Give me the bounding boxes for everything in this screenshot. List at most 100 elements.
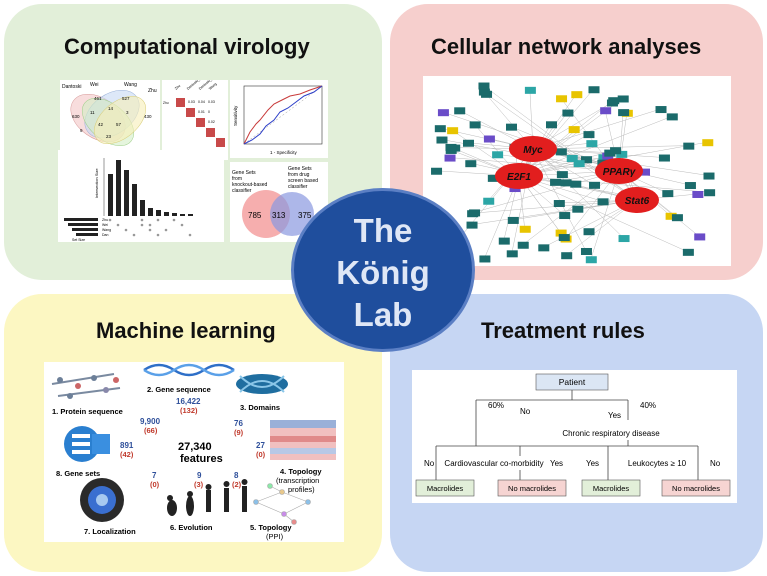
venn-number: 11 xyxy=(90,110,95,115)
ml-features-panel: 1. Protein sequence 2. Gene sequence 16,… xyxy=(44,362,344,542)
gene-node xyxy=(580,156,592,164)
heatmap-cell xyxy=(186,108,195,117)
ml-item-6-count: 9 xyxy=(197,471,202,480)
gene-node xyxy=(555,148,567,156)
gene-node xyxy=(694,233,706,241)
logo-line-lab: Lab xyxy=(353,296,413,333)
gene-node xyxy=(492,151,504,159)
gene-node xyxy=(585,256,597,264)
roc-y-label: Sensitivity xyxy=(233,105,238,126)
gene-node xyxy=(618,109,630,117)
gene-node xyxy=(436,136,448,144)
evolution-icon xyxy=(167,479,248,516)
upset-set-row: Wang xyxy=(102,228,111,232)
venn-set-wei: Wei xyxy=(90,82,99,88)
gene-node xyxy=(479,255,491,263)
gene-node xyxy=(683,142,695,150)
gene-node xyxy=(560,179,572,187)
patient-node-label: Patient xyxy=(559,377,586,387)
cellular-network-graph: Myc E2F1 PPARγ Stat6 xyxy=(431,82,716,264)
gene-node xyxy=(580,247,592,255)
upset-set-row: Wei xyxy=(102,223,108,227)
gene-node xyxy=(556,95,568,103)
gene-node xyxy=(583,228,595,236)
gene-node xyxy=(600,107,612,115)
leaf-no-macrolides-1-label: No macrolides xyxy=(508,484,556,493)
gene-node xyxy=(566,154,578,162)
gene-node xyxy=(445,143,457,151)
ml-item-2-name: 2. Gene sequence xyxy=(147,385,211,394)
venn-number: 527 xyxy=(122,96,130,101)
venn-number: 57 xyxy=(116,122,122,127)
gene-node xyxy=(583,131,595,139)
ml-item-8-count: 891 xyxy=(120,441,134,450)
gene-node xyxy=(538,244,550,252)
ml-item-5-name: 5. Topology xyxy=(250,523,292,532)
branch-yes-label: Yes xyxy=(608,411,621,420)
heatmap-value: 0.03 xyxy=(188,100,195,104)
leukocytes-node xyxy=(622,456,692,470)
hub-label-stat6: Stat6 xyxy=(625,196,650,207)
four-set-venn-panel: Dantoski Wei Wang Zhu 630 461 527 430 11… xyxy=(60,80,160,150)
gene-node xyxy=(517,241,529,249)
cellular-network-title: Cellular network analyses xyxy=(431,34,702,59)
venn-number: 630 xyxy=(72,114,80,119)
heatmap-value: 0.02 xyxy=(208,120,215,124)
gene-node xyxy=(469,121,481,129)
chronic-respiratory-node xyxy=(516,426,706,440)
konig-lab-logo xyxy=(291,188,475,352)
ml-item-7-sub: (0) xyxy=(150,480,160,489)
leaf-no-macrolides-2 xyxy=(661,479,731,497)
leaf-no-macrolides-1 xyxy=(497,479,567,497)
gene-node xyxy=(556,171,568,179)
ml-item-4-count: 27 xyxy=(256,441,265,450)
ml-item-4-sub: (0) xyxy=(256,450,266,459)
computational-virology-title: Computational virology xyxy=(64,34,310,59)
dna-helix-icon xyxy=(143,363,235,377)
ppi-network-icon xyxy=(253,483,311,525)
gene-sets-icon xyxy=(64,426,110,462)
gene-node xyxy=(610,147,622,155)
ml-item-8-sub: (42) xyxy=(120,450,134,459)
ml-item-protein-sub: (66) xyxy=(144,426,158,435)
gene-node xyxy=(478,82,490,90)
ml-item-6-name: 6. Evolution xyxy=(170,523,213,532)
upset-plot: Intersection Size Zhu Wei Wang Dan Set S… xyxy=(64,158,193,242)
venn-number: 430 xyxy=(144,114,152,119)
gene-node xyxy=(617,95,629,103)
gene-node xyxy=(616,150,628,158)
leaf-macrolides-1 xyxy=(415,479,475,497)
heatmap-row-label: Zhu xyxy=(163,101,169,105)
heatmap-col-label: Zhu xyxy=(174,84,181,91)
heatmap-value: 0.01 xyxy=(198,110,205,114)
branch-no-label: No xyxy=(520,407,531,416)
gene-node xyxy=(483,197,495,205)
gene-node xyxy=(597,198,609,206)
gene-node xyxy=(555,229,567,237)
four-set-venn-diagram: Dantoski Wei Wang Zhu 630 461 527 430 11… xyxy=(62,82,157,146)
hub-label-ppar: PPARγ xyxy=(603,167,637,178)
gene-node xyxy=(478,88,490,96)
gene-node xyxy=(618,235,630,243)
hub-node-e2f1 xyxy=(495,163,543,189)
upset-set-row: Zhu xyxy=(102,218,108,222)
patient-node xyxy=(535,373,609,391)
leuko-yes-label: Yes xyxy=(586,459,599,468)
venn-number: 3 xyxy=(126,110,129,115)
heatmap-cell xyxy=(216,138,225,147)
venn2-right-only: 375 xyxy=(298,211,312,220)
heatmap-cell xyxy=(206,128,215,137)
ml-item-5-name2: (PPI) xyxy=(266,532,284,541)
logo-line-konig: König xyxy=(336,254,430,291)
gene-node xyxy=(431,167,443,175)
correlation-heatmap-panel: Zhu Dantoski_MO1 Dantoski_MO2 Wang Zhu 0… xyxy=(162,73,228,160)
gene-node xyxy=(487,174,499,182)
venn-set-zhu: Zhu xyxy=(148,88,157,94)
gene-node xyxy=(692,190,704,198)
correlation-heatmap: Zhu Dantoski_MO1 Dantoski_MO2 Wang Zhu 0… xyxy=(163,73,225,147)
venn-number: 42 xyxy=(98,122,104,127)
upset-set-row: Dan xyxy=(102,233,108,237)
heatmap-value: 0 xyxy=(208,110,210,114)
ml-item-4-name3: profiles) xyxy=(288,485,315,494)
